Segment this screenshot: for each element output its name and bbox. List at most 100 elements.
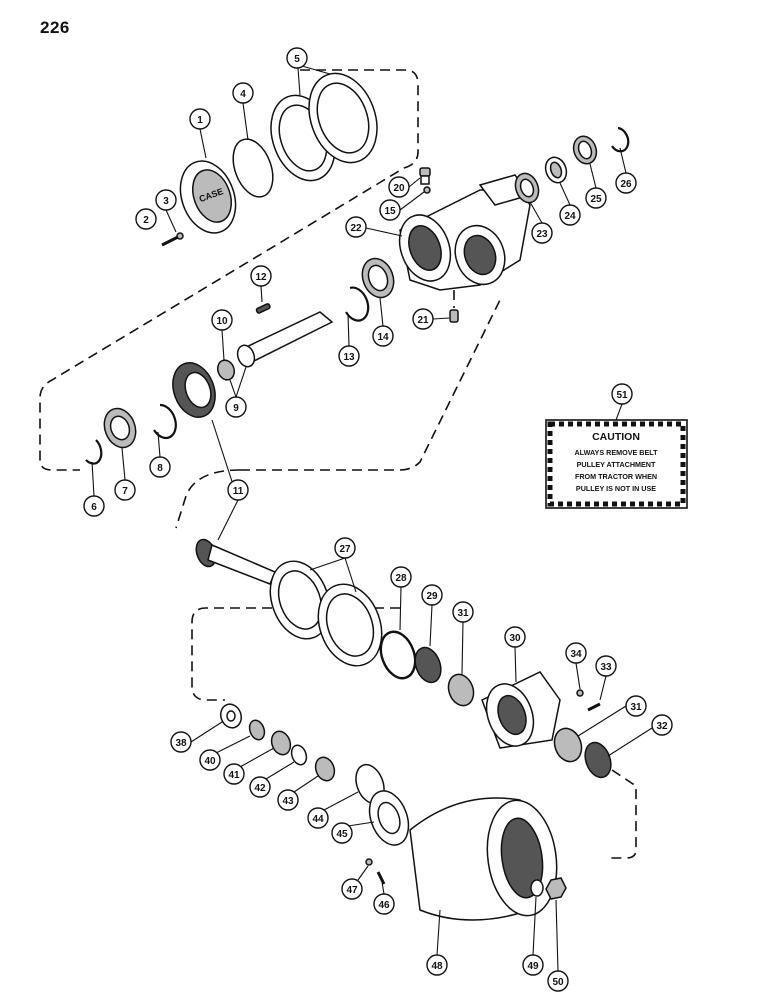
callout-4: 4 <box>232 82 254 141</box>
callout-label: 40 <box>204 756 216 767</box>
caution-title: CAUTION <box>592 431 640 443</box>
callout-label: 47 <box>346 885 358 896</box>
caution-line-1: ALWAYS REMOVE BELT <box>574 448 658 457</box>
shaft-assembly <box>216 303 334 381</box>
callout-26: 26 <box>615 147 637 194</box>
bevel-gear <box>172 362 216 418</box>
hub-cap: CASE <box>179 160 237 234</box>
callout-31-lower: 31 <box>577 695 647 737</box>
bearing-carrier <box>481 671 561 749</box>
callout-15: 15 <box>379 191 425 221</box>
callout-label: 5 <box>294 54 300 65</box>
callout-32: 32 <box>607 714 673 757</box>
callout-44: 44 <box>307 791 359 829</box>
callout-label: 7 <box>122 486 128 497</box>
lower-gaskets <box>269 560 383 667</box>
callout-22: 22 <box>345 216 403 238</box>
callout-34: 34 <box>565 642 587 690</box>
callout-25: 25 <box>585 163 607 209</box>
callout-27: 27 <box>309 537 357 593</box>
callout-42: 42 <box>249 761 295 798</box>
callout-label: 31 <box>457 608 469 619</box>
callout-1: 1 <box>189 108 211 159</box>
callout-10: 10 <box>211 309 233 361</box>
gaskets <box>270 72 378 182</box>
caution-line-2: PULLEY ATTACHMENT <box>577 460 656 469</box>
callout-28: 28 <box>390 566 412 631</box>
callout-11: 11 <box>211 419 249 541</box>
caution-decal: CAUTION ALWAYS REMOVE BELT PULLEY ATTACH… <box>545 419 688 509</box>
pulley-nut <box>545 877 567 900</box>
caution-line-4: PULLEY IS NOT IN USE <box>576 484 656 493</box>
callout-label: 2 <box>143 215 149 226</box>
gear-housing <box>398 174 532 291</box>
callout-label: 41 <box>228 770 240 781</box>
callout-50: 50 <box>547 899 569 992</box>
callout-label: 3 <box>163 196 169 207</box>
pulley-bolt <box>365 858 386 885</box>
callout-20: 20 <box>388 176 421 198</box>
callout-label: 20 <box>393 183 405 194</box>
page-number: 226 <box>40 18 70 37</box>
callout-label: 49 <box>527 961 539 972</box>
callout-label: 42 <box>254 783 266 794</box>
callout-45: 45 <box>331 821 375 844</box>
bolt-lockwasher <box>161 232 184 247</box>
callout-7: 7 <box>114 447 136 501</box>
callout-label: 13 <box>343 352 355 363</box>
callout-9: 9 <box>225 366 247 418</box>
callout-label: 4 <box>240 89 246 100</box>
callout-label: 26 <box>620 179 632 190</box>
callout-48: 48 <box>426 909 448 976</box>
callout-label: 1 <box>197 115 203 126</box>
callout-label: 11 <box>233 486 244 497</box>
callout-49: 49 <box>522 896 544 976</box>
callout-label: 24 <box>564 211 576 222</box>
callout-label: 45 <box>336 829 348 840</box>
callout-label: 14 <box>377 332 389 343</box>
callout-38: 38 <box>170 721 223 753</box>
callout-label: 38 <box>175 738 187 749</box>
callout-label: 22 <box>350 223 362 234</box>
callout-label: 21 <box>417 315 429 326</box>
callout-30: 30 <box>504 626 526 683</box>
callout-label: 12 <box>255 272 267 283</box>
callout-label: 27 <box>339 544 351 555</box>
upper-dashed-group-line <box>39 69 501 529</box>
callout-label: 51 <box>616 390 628 401</box>
pinion-gear <box>414 646 442 684</box>
callout-43: 43 <box>277 775 319 811</box>
callout-label: 50 <box>552 977 564 988</box>
callout-24: 24 <box>559 182 581 226</box>
upper-right-seals <box>514 126 630 204</box>
callout-label: 23 <box>536 229 548 240</box>
callout-2: 2 <box>135 208 157 230</box>
callout-label: 34 <box>570 649 582 660</box>
callout-label: 10 <box>216 316 228 327</box>
callout-14: 14 <box>372 297 394 347</box>
callout-40: 40 <box>199 735 251 771</box>
callout-label: 8 <box>157 463 163 474</box>
carrier-bolt <box>576 689 601 712</box>
callout-label: 6 <box>91 502 97 513</box>
callout-label: 31 <box>630 702 642 713</box>
callout-23: 23 <box>529 201 553 244</box>
vent-plug <box>419 167 431 194</box>
callout-12: 12 <box>250 265 272 303</box>
callout-label: 48 <box>431 961 443 972</box>
callout-41: 41 <box>223 747 275 785</box>
callout-46: 46 <box>373 881 395 915</box>
callout-label: 25 <box>590 194 602 205</box>
callout-8: 8 <box>149 431 171 478</box>
callout-29: 29 <box>421 584 443 647</box>
bearing-snapring <box>345 257 395 322</box>
callout-label: 28 <box>395 573 407 584</box>
pulley-washer <box>530 879 544 897</box>
callout-31-upper: 31 <box>452 601 474 675</box>
callout-label: 46 <box>378 900 390 911</box>
callout-label: 43 <box>282 796 294 807</box>
left-bearing-rings <box>85 403 177 465</box>
callout-6: 6 <box>83 461 105 517</box>
